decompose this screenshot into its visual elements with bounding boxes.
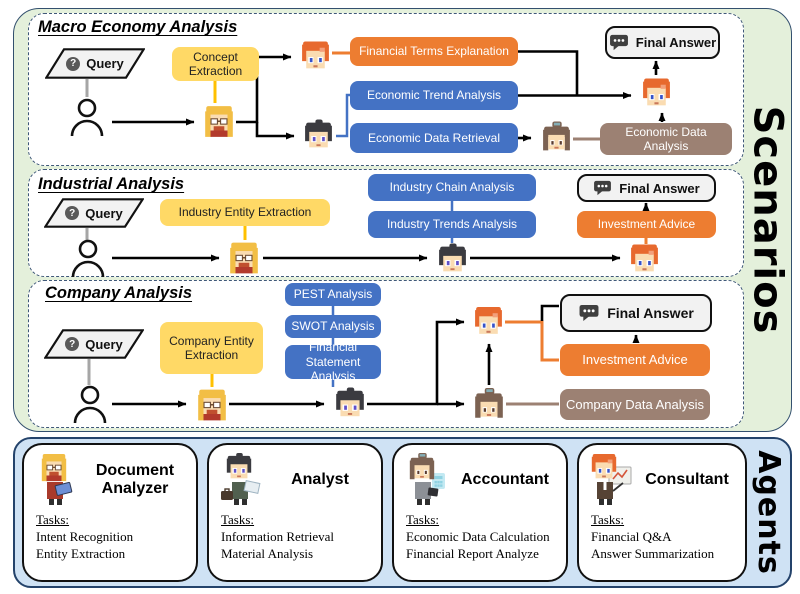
swot-analysis-box: SWOT Analysis xyxy=(285,315,381,338)
tasks-label: Tasks: xyxy=(36,512,70,527)
query-label: Query xyxy=(86,56,124,71)
analyst-avatar-industrial xyxy=(436,243,469,277)
user-icon-macro xyxy=(68,97,106,137)
economic-trend-analysis-box: Economic Trend Analysis xyxy=(350,81,518,110)
company-data-analysis-box: Company Data Analysis xyxy=(560,389,710,420)
scenarios-text: Scenarios xyxy=(744,105,790,335)
query-label: Query xyxy=(85,336,123,352)
final-answer-label: Final Answer xyxy=(619,180,700,196)
consultant-avatar-company xyxy=(472,306,505,339)
consultant-avatar-industrial xyxy=(628,243,661,277)
investment-advice-box-industrial: Investment Advice xyxy=(577,211,716,238)
accountant-avatar-company xyxy=(472,388,506,422)
consultant-sprite xyxy=(587,453,633,507)
question-icon: ? xyxy=(65,337,80,351)
agent-name: Document Analyzer xyxy=(95,461,175,497)
agents-side-label: Agents xyxy=(744,437,792,588)
agent-name: Accountant xyxy=(461,470,549,488)
economic-data-retrieval-box: Economic Data Retrieval xyxy=(350,123,518,153)
task-item: Information Retrieval xyxy=(221,528,334,544)
final-answer-box-macro: Final Answer xyxy=(605,26,720,59)
agent-card-accountant: Accountant Tasks: Economic Data Calculat… xyxy=(392,443,568,582)
agent-card-consultant: Consultant Tasks: Financial Q&A Answer S… xyxy=(577,443,747,582)
question-icon: ? xyxy=(66,56,81,71)
analyst-sprite xyxy=(217,453,263,507)
document-analyzer-sprite xyxy=(32,453,78,507)
final-answer-box-industrial: Final Answer xyxy=(577,174,716,202)
question-icon: ? xyxy=(65,206,80,220)
accountant-avatar-macro xyxy=(540,121,573,155)
final-answer-label: Final Answer xyxy=(607,305,694,321)
agent-name: Consultant xyxy=(645,470,729,488)
task-item: Intent Recognition xyxy=(36,528,134,544)
economic-data-analysis-box: Economic Data Analysis xyxy=(600,123,732,155)
company-panel-title: Company Analysis xyxy=(45,284,193,302)
tasks-label: Tasks: xyxy=(221,512,255,527)
consultant-avatar-macro-final xyxy=(640,77,673,111)
macro-panel-title: Macro Economy Analysis xyxy=(38,18,238,36)
user-icon-company xyxy=(71,384,109,424)
industry-trends-analysis-box: Industry Trends Analysis xyxy=(368,211,536,238)
tasks-label: Tasks: xyxy=(591,512,625,527)
speech-bubble-icon xyxy=(593,180,612,196)
analyst-avatar-macro xyxy=(302,119,335,153)
pest-analysis-box: PEST Analysis xyxy=(285,283,381,306)
industry-chain-analysis-box: Industry Chain Analysis xyxy=(368,174,536,201)
consultant-avatar-macro xyxy=(299,40,332,74)
industry-entity-extraction-box: Industry Entity Extraction xyxy=(160,199,330,226)
industrial-panel-title: Industrial Analysis xyxy=(38,175,185,193)
concept-extraction-box: Concept Extraction xyxy=(172,47,259,81)
scenarios-side-label: Scenarios xyxy=(742,8,792,432)
speech-bubble-icon xyxy=(578,304,600,322)
parallelogram-shape xyxy=(45,48,145,79)
query-label: Query xyxy=(85,205,123,221)
document-analyzer-avatar-company xyxy=(195,388,229,423)
accountant-sprite xyxy=(402,453,448,507)
task-item: Answer Summarization xyxy=(591,545,715,561)
final-answer-label: Final Answer xyxy=(635,35,717,50)
company-entity-extraction-box: Company Entity Extraction xyxy=(160,322,263,374)
agent-card-document-analyzer: Document Analyzer Tasks: Intent Recognit… xyxy=(22,443,198,582)
document-analyzer-avatar-macro xyxy=(202,104,236,140)
task-item: Financial Q&A xyxy=(591,528,672,544)
agent-name: Analyst xyxy=(291,470,349,488)
agents-text: Agents xyxy=(750,450,786,575)
query-node-macro: ? Query xyxy=(45,48,145,79)
task-item: Economic Data Calculation xyxy=(406,528,550,544)
document-analyzer-avatar-industrial xyxy=(227,241,261,276)
speech-bubble-icon xyxy=(609,34,629,51)
investment-advice-box-company: Investment Advice xyxy=(560,344,710,376)
query-node-company: ? Query xyxy=(44,329,144,359)
task-item: Entity Extraction xyxy=(36,545,126,561)
task-item: Material Analysis xyxy=(221,545,314,561)
analyst-avatar-company xyxy=(333,387,367,422)
user-icon-industrial xyxy=(69,238,107,278)
financial-statement-analysis-box: Financial Statement Analysis xyxy=(285,340,381,383)
final-answer-box-company: Final Answer xyxy=(560,294,712,332)
task-item: Financial Report Analyze xyxy=(406,545,539,561)
query-node-industrial: ? Query xyxy=(44,198,144,228)
agent-card-analyst: Analyst Tasks: Information Retrieval Mat… xyxy=(207,443,383,582)
tasks-label: Tasks: xyxy=(406,512,440,527)
financial-terms-explanation-box: Financial Terms Explanation xyxy=(350,37,518,66)
